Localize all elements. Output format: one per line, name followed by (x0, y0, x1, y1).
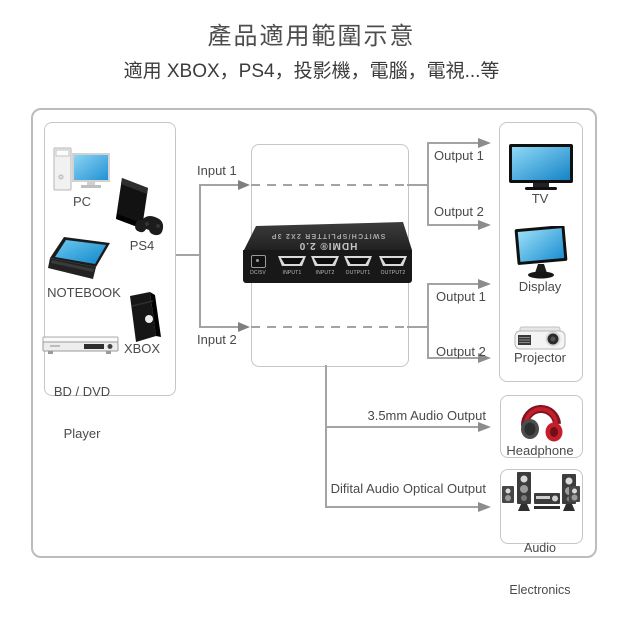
bd-dvd-player-label: BD / DVD Player (53, 384, 111, 441)
ps4-label: PS4 (129, 238, 155, 253)
branch2-vertical-line (427, 283, 429, 359)
output2-bottom-line (427, 357, 479, 359)
ps4-icon (110, 176, 168, 238)
audio-35mm-label: 3.5mm Audio Output (367, 408, 486, 423)
hdmi-splitter-device: HDMI® 2.0 SWITCH/SPLITTER 2X2 3P DC/5V I… (243, 222, 413, 284)
input-trunk-line (199, 184, 201, 328)
output2-bottom-label: Output 2 (436, 344, 486, 359)
hdmi-input1-port (278, 256, 306, 266)
input1-stub-line (407, 184, 429, 186)
input2-stub-line (407, 326, 429, 328)
output1-bottom-line (427, 283, 479, 285)
pc-icon (53, 146, 111, 194)
audio-electronics-label: Audio Electronics (509, 541, 571, 597)
notebook-label: NOTEBOOK (47, 285, 121, 300)
output2-top-line (427, 224, 479, 226)
page-title: 產品適用範圍示意 (207, 23, 416, 50)
output1-port-label: OUTPUT1 (345, 270, 371, 276)
sources-stub-line (176, 254, 200, 256)
bd-dvd-player-icon (42, 334, 120, 356)
input1-arrowhead-icon (238, 180, 250, 190)
xbox-label: XBOX (123, 341, 161, 356)
input2-label: Input 2 (197, 332, 237, 347)
output1-bottom-label: Output 1 (436, 289, 486, 304)
output1-top-label: Output 1 (434, 148, 484, 163)
input1-port-label: INPUT1 (282, 270, 302, 276)
audio-35mm-line (325, 426, 479, 428)
display-icon (513, 226, 569, 280)
display-label: Display (518, 279, 562, 294)
output2-port-label: OUTPUT2 (380, 270, 406, 276)
headphone-icon (518, 394, 564, 444)
pc-label: PC (72, 194, 92, 209)
tv-icon (508, 143, 574, 191)
audio-trunk-line (325, 365, 327, 508)
input1-label: Input 1 (197, 163, 237, 178)
input2-line (199, 326, 239, 328)
input2-arrowhead-icon (238, 322, 250, 332)
xbox-icon (118, 292, 164, 344)
audio-optical-label: Difital Audio Optical Output (330, 481, 486, 496)
dc-port-label: DC/5V (250, 270, 266, 276)
output1-top-arrowhead-icon (478, 137, 491, 148)
notebook-icon (48, 236, 114, 286)
dc-power-port (251, 255, 266, 268)
audio-optical-line (325, 506, 479, 508)
projector-icon (514, 326, 566, 352)
input2-port-label: INPUT2 (315, 270, 335, 276)
tv-label: TV (531, 191, 549, 206)
branch1-vertical-line (427, 142, 429, 226)
audio-optical-arrowhead-icon (478, 501, 491, 512)
splitter-model-label: SWITCH/SPLITTER 2X2 3P (270, 232, 386, 239)
input1-line (199, 184, 239, 186)
input1-dashed-line (251, 184, 409, 186)
hdmi-output2-port (379, 256, 407, 266)
output1-bottom-arrowhead-icon (478, 278, 491, 289)
input2-dashed-line (251, 326, 409, 328)
splitter-top-face: HDMI® 2.0 SWITCH/SPLITTER 2X2 3P (243, 222, 412, 252)
output2-top-label: Output 2 (434, 204, 484, 219)
splitter-front-panel: DC/5V INPUT1 INPUT2 OUTPUT1 OUTPUT2 (243, 250, 412, 283)
projector-label: Projector (513, 350, 567, 365)
page-subtitle: 適用 XBOX，PS4，投影機，電腦，電視...等 (123, 61, 500, 82)
hdmi-input2-port (311, 256, 339, 266)
hdmi-output1-port (344, 256, 372, 266)
output2-top-arrowhead-icon (478, 219, 491, 230)
output2-bottom-arrowhead-icon (478, 352, 491, 363)
audio-electronics-icon (501, 471, 581, 515)
output1-top-line (427, 142, 479, 144)
headphone-label: Headphone (506, 443, 574, 458)
headphone-box (500, 395, 583, 458)
audio-35mm-arrowhead-icon (478, 421, 491, 432)
